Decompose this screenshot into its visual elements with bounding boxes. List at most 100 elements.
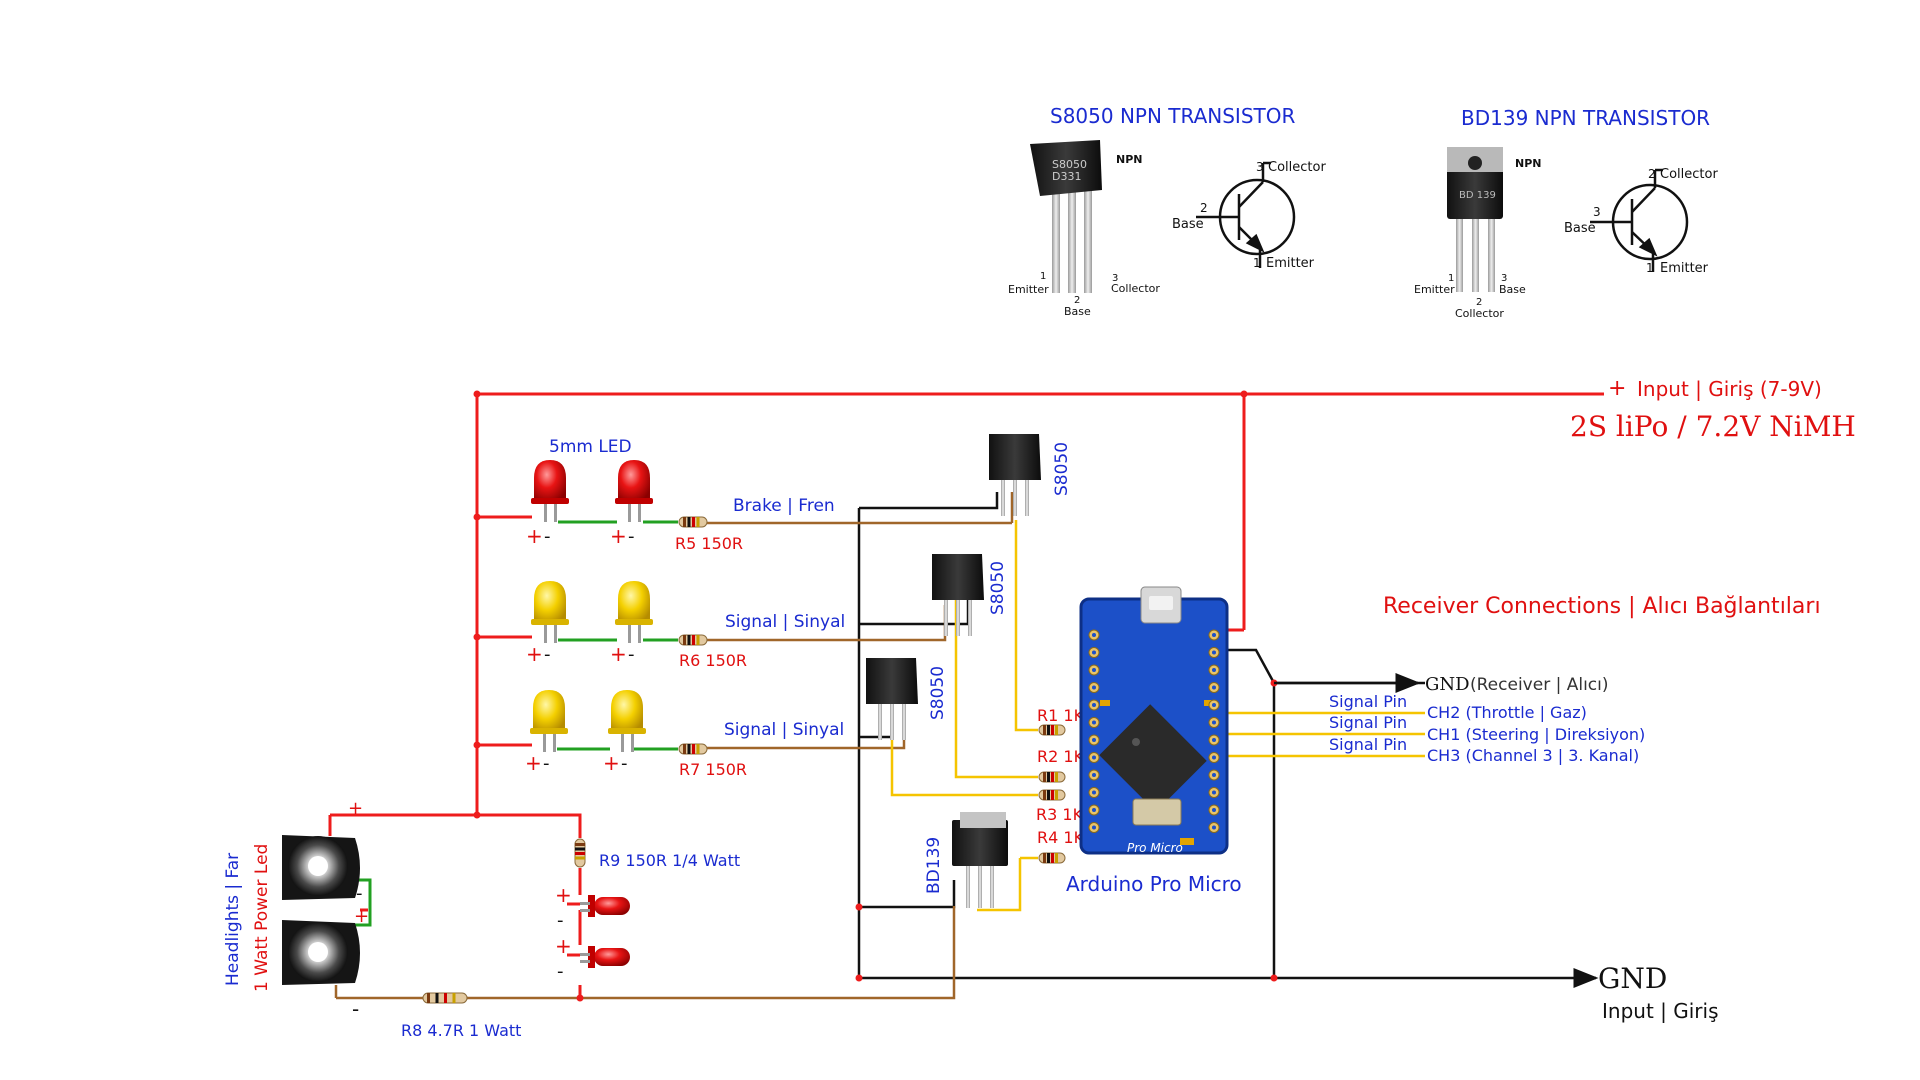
led-signal-2-1 <box>530 690 568 752</box>
led-signal-2-2-plus: + <box>603 751 620 775</box>
bd139-symbol <box>1590 168 1689 272</box>
led-signal-2-2 <box>608 690 646 752</box>
indicator-led-2-minus: - <box>557 961 564 982</box>
collector-wires <box>336 492 1014 1000</box>
input-plus-sign: + <box>1608 376 1626 401</box>
led-brake-2-plus: + <box>610 524 627 548</box>
led-signal-1-2-plus: + <box>610 642 627 666</box>
headlight-leds: + - + - Headlights | Far 1 Watt Power Le… <box>223 798 369 1021</box>
r2-label: R2 1K <box>1037 747 1085 766</box>
s8050-npn-label: NPN <box>1116 153 1142 166</box>
bd139-symbol-base-label: Base <box>1564 221 1596 236</box>
signal-pin-label-3: Signal Pin <box>1329 735 1407 754</box>
s8050-pin2-num: 2 <box>1074 295 1080 306</box>
q2-label: S8050 <box>988 561 1008 615</box>
indicator-led-1-plus: + <box>555 883 572 907</box>
transistor-q4-bd139 <box>952 812 1008 908</box>
transistor-q3-s8050 <box>866 658 918 740</box>
transistor-q2-s8050 <box>932 554 984 636</box>
led-link-wires <box>352 520 678 927</box>
bd139-pin3-label: Base <box>1499 283 1526 296</box>
s8050-symbol-base-label: Base <box>1172 217 1204 232</box>
headlight-power-label: 1 Watt Power Led <box>252 844 272 992</box>
signal-pin-label-1: Signal Pin <box>1329 692 1407 711</box>
resistor-r9 <box>574 838 586 868</box>
input-gnd-sublabel: Input | Giriş <box>1602 999 1719 1023</box>
resistor-r2 <box>1038 771 1066 783</box>
s8050-symbol-emitter-label: Emitter <box>1266 256 1315 271</box>
receiver-title: Receiver Connections | Alıcı Bağlantılar… <box>1383 594 1821 619</box>
led-signal-2-1-plus: + <box>525 751 542 775</box>
indicator-led-1-minus: - <box>557 910 564 931</box>
resistor-r4 <box>1038 852 1066 864</box>
resistor-r1 <box>1038 724 1066 736</box>
bd139-symbol-collector-num: 2 <box>1648 167 1656 181</box>
r9-label: R9 150R 1/4 Watt <box>599 851 740 870</box>
led-brake-1 <box>531 460 569 522</box>
bd139-symbol-collector-label: Collector <box>1660 167 1718 182</box>
arduino-silk-label: Pro Micro <box>1127 841 1183 855</box>
resistor-r3 <box>1038 789 1066 801</box>
s8050-pin1-label: Emitter <box>1008 283 1049 296</box>
indicator-led-1 <box>580 895 630 917</box>
bd139-pin3-num: 3 <box>1501 273 1507 284</box>
headlight-minus-1: - <box>356 883 363 904</box>
receiver-ch2: CH2 (Throttle | Gaz) <box>1427 703 1587 722</box>
led-section-title: 5mm LED <box>549 437 632 457</box>
s8050-symbol-collector-label: Collector <box>1268 160 1326 175</box>
bd139-pin1-num: 1 <box>1448 273 1454 284</box>
receiver-gnd-note: (Receiver | Alıcı) <box>1470 675 1609 695</box>
s8050-pin3-label: Collector <box>1111 282 1160 295</box>
brake-label: Brake | Fren <box>733 496 835 516</box>
transistors <box>866 434 1041 908</box>
bd139-npn-label: NPN <box>1515 157 1541 170</box>
receiver-ch3: CH3 (Channel 3 | 3. Kanal) <box>1427 746 1639 765</box>
headlight-minus-2: - <box>352 997 359 1021</box>
bd139-symbol-base-num: 3 <box>1593 205 1601 219</box>
led-signal-1-1-minus: - <box>544 644 551 665</box>
s8050-pin2-label: Base <box>1064 305 1091 318</box>
headlight-label: Headlights | Far <box>223 853 243 986</box>
bd139-pin2-label: Collector <box>1455 307 1504 320</box>
s8050-package-text-2: D331 <box>1052 170 1081 183</box>
q4-label: BD139 <box>924 837 944 894</box>
s8050-reference: S8050 NPN TRANSISTOR S8050 D331 NPN 1 Em… <box>1008 104 1326 318</box>
q1-label: S8050 <box>1052 442 1072 496</box>
led-brake-1-minus: - <box>544 526 551 547</box>
battery-type-label: 2S liPo / 7.2V NiMH <box>1570 410 1856 443</box>
bd139-package-photo: BD 139 <box>1447 147 1503 292</box>
r4-label: R4 1K <box>1037 828 1085 847</box>
headlight-top <box>282 835 360 900</box>
s8050-pin1-num: 1 <box>1040 271 1046 282</box>
bd139-pin1-label: Emitter <box>1414 283 1455 296</box>
s8050-pin3-num: 3 <box>1112 273 1118 284</box>
r7-label: R7 150R <box>679 760 747 779</box>
led-signal-1-2 <box>615 581 653 643</box>
arduino-name-label: Arduino Pro Micro <box>1066 872 1242 896</box>
input-voltage-label: Input | Giriş (7-9V) <box>1637 377 1822 401</box>
s8050-symbol-collector-num: 3 <box>1256 160 1264 174</box>
r3-label: R3 1K <box>1036 805 1084 824</box>
bd139-package-text: BD 139 <box>1459 190 1496 201</box>
bd139-symbol-emitter-num: 1 <box>1646 261 1654 275</box>
bd139-pin2-num: 2 <box>1476 297 1482 308</box>
receiver-gnd: GND <box>1425 674 1470 695</box>
s8050-symbol <box>1196 161 1296 268</box>
led-brake-2-minus: - <box>628 526 635 547</box>
q3-label: S8050 <box>928 666 948 720</box>
arduino-pro-micro-board: Pro Micro <box>1079 586 1229 855</box>
led-brake-2 <box>615 460 653 522</box>
indicator-led-2 <box>580 946 630 968</box>
headlight-plus-2: + <box>354 906 369 927</box>
resistor-r6 <box>678 634 708 646</box>
r1-label: R1 1K <box>1037 706 1085 725</box>
resistor-r7 <box>678 743 708 755</box>
headlight-plus: + <box>348 798 363 819</box>
r6-label: R6 150R <box>679 651 747 670</box>
receiver-connections: Receiver Connections | Alıcı Bağlantılar… <box>1274 594 1821 765</box>
r8-label: R8 4.7R 1 Watt <box>401 1021 521 1040</box>
s8050-package-photo: S8050 D331 <box>1030 140 1102 293</box>
headlight-bottom <box>282 920 360 985</box>
